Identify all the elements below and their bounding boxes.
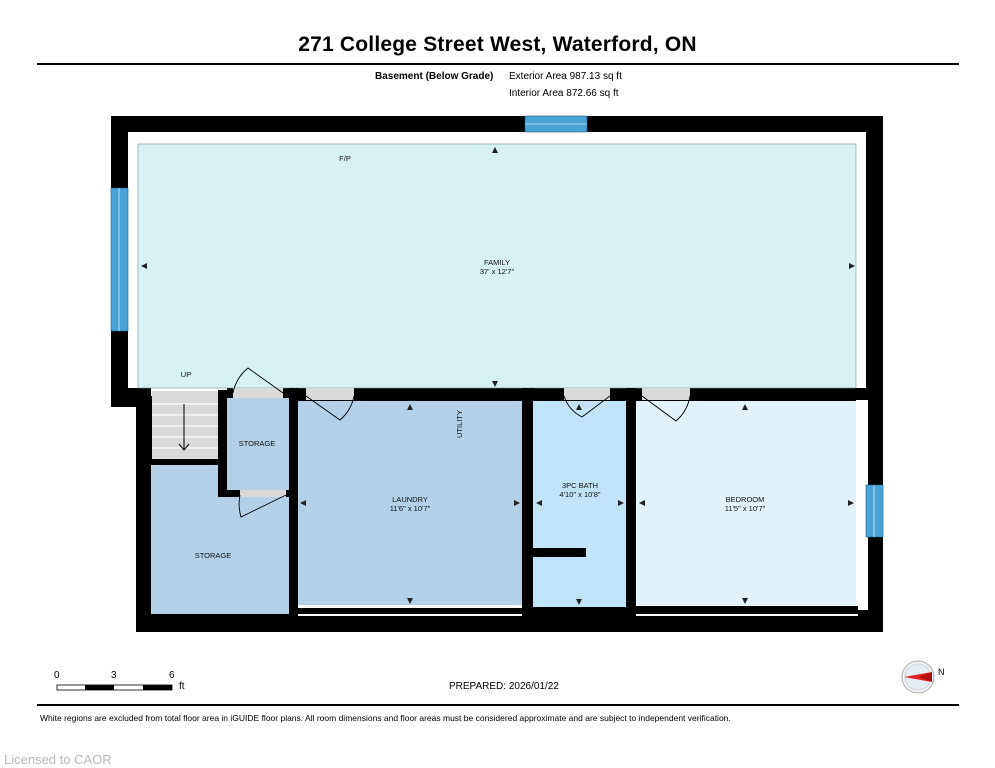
- scale-tick-3: 3: [111, 670, 117, 681]
- scale-tick-0: 0: [54, 670, 60, 681]
- room-name-laundry: LAUNDRY: [392, 495, 428, 504]
- bottom-rule: [37, 704, 959, 706]
- up-label: UP: [181, 370, 191, 379]
- scale-bar: [56, 684, 173, 691]
- page-title: 271 College Street West, Waterford, ON: [298, 33, 697, 56]
- scale-unit: ft: [179, 681, 185, 692]
- utility-label: UTILITY: [455, 410, 464, 438]
- top-rule: [37, 63, 959, 65]
- door-swing-laundry: [305, 395, 355, 421]
- prepared-date: PREPARED: 2026/01/22: [449, 681, 559, 692]
- room-dims-laundry: 11'6" x 10'7": [390, 504, 431, 513]
- compass-label: N: [938, 667, 945, 677]
- exterior-area: Exterior Area 987.13 sq ft: [509, 71, 622, 82]
- window-lines: [118, 123, 875, 537]
- room-name-bedroom: BEDROOM: [726, 495, 765, 504]
- door-swing-storage-upper: [232, 367, 284, 394]
- door-swing-bedroom: [641, 395, 691, 422]
- room-bedroom: [636, 401, 856, 605]
- room-name-storage-upper: STORAGE: [239, 439, 276, 448]
- room-name-bath: 3PC BATH: [562, 481, 598, 490]
- room-dims-bedroom: 11'5" x 10'7": [725, 504, 766, 513]
- stairs: [152, 391, 220, 459]
- footnote: White regions are excluded from total fl…: [40, 713, 731, 723]
- level-label: Basement (Below Grade): [375, 71, 494, 82]
- door-swing-storage-lower: [238, 494, 287, 518]
- room-dims-bath: 4'10" x 10'8": [559, 490, 600, 499]
- room-laundry: [298, 401, 522, 605]
- room-name-storage-lower: STORAGE: [195, 551, 232, 560]
- scale-tick-6: 6: [169, 670, 175, 681]
- license-watermark: Licensed to CAOR: [4, 752, 112, 767]
- stair-arrow-icon: [178, 404, 190, 451]
- interior-area: Interior Area 872.66 sq ft: [509, 88, 619, 99]
- door-openings: [233, 388, 690, 497]
- room-3pc-bath: [533, 401, 626, 607]
- dimension-arrows: [141, 147, 855, 605]
- door-swings: [232, 367, 691, 518]
- room-name-family: FAMILY: [484, 258, 510, 267]
- fp-label: F/P: [339, 154, 351, 163]
- room-dims-family: 37' x 12'7": [480, 267, 515, 276]
- room-family: [137, 143, 857, 389]
- windows: [110, 115, 884, 538]
- door-swing-bath: [563, 395, 611, 418]
- compass-icon: [901, 660, 935, 694]
